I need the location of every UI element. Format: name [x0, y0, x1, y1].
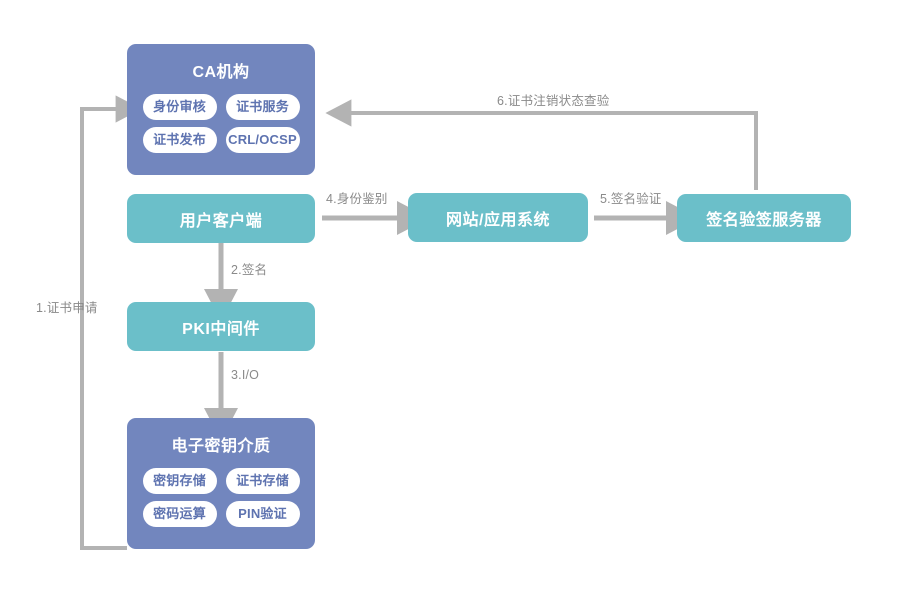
node-website-application-system[interactable]: 网站/应用系统 — [408, 193, 588, 242]
node-pki-middleware[interactable]: PKI中间件 — [127, 302, 315, 351]
edge-6-revocation-status-check — [325, 99, 758, 190]
edge-label-5-signature-verification: 5.签名验证 — [600, 192, 662, 206]
edge-1-certificate-application — [80, 95, 142, 550]
edge-label-6-revocation-status-check: 6.证书注销状态查验 — [497, 94, 610, 108]
node-electronic-key-media[interactable]: 电子密钥介质 密钥存储 证书存储 密码运算 PIN验证 — [127, 418, 315, 549]
ekey-capability-pills: 密钥存储 证书存储 密码运算 PIN验证 — [127, 456, 315, 527]
node-signature-verification-server[interactable]: 签名验签服务器 — [677, 194, 851, 242]
node-ca-authority-title: CA机构 — [192, 64, 250, 81]
pill-certificate-publish[interactable]: 证书发布 — [142, 127, 217, 153]
pill-pin-verification[interactable]: PIN验证 — [225, 501, 300, 527]
node-website-application-system-title: 网站/应用系统 — [446, 211, 550, 229]
edge-label-4-identity-authentication: 4.身份鉴别 — [326, 192, 388, 206]
ca-capability-pills: 身份审核 证书服务 证书发布 CRL/OCSP — [127, 82, 315, 153]
pill-crl-ocsp[interactable]: CRL/OCSP — [225, 127, 300, 153]
pill-certificate-service[interactable]: 证书服务 — [225, 94, 300, 120]
pill-certificate-storage[interactable]: 证书存储 — [225, 468, 300, 494]
pill-crypto-operation[interactable]: 密码运算 — [142, 501, 217, 527]
node-electronic-key-media-title: 电子密钥介质 — [171, 438, 271, 455]
node-signature-verification-server-title: 签名验签服务器 — [706, 212, 822, 229]
node-user-client-title: 用户客户端 — [179, 212, 263, 230]
pill-identity-review[interactable]: 身份审核 — [142, 94, 217, 120]
edge-label-3-io: 3.I/O — [231, 368, 260, 382]
node-pki-middleware-title: PKI中间件 — [182, 320, 260, 338]
pill-key-storage[interactable]: 密钥存储 — [142, 468, 217, 494]
node-ca-authority[interactable]: CA机构 身份审核 证书服务 证书发布 CRL/OCSP — [127, 44, 315, 175]
node-user-client[interactable]: 用户客户端 — [127, 194, 315, 243]
edge-label-2-signature: 2.签名 — [231, 263, 268, 277]
edge-label-1-certificate-application: 1.证书申请 — [36, 301, 98, 315]
